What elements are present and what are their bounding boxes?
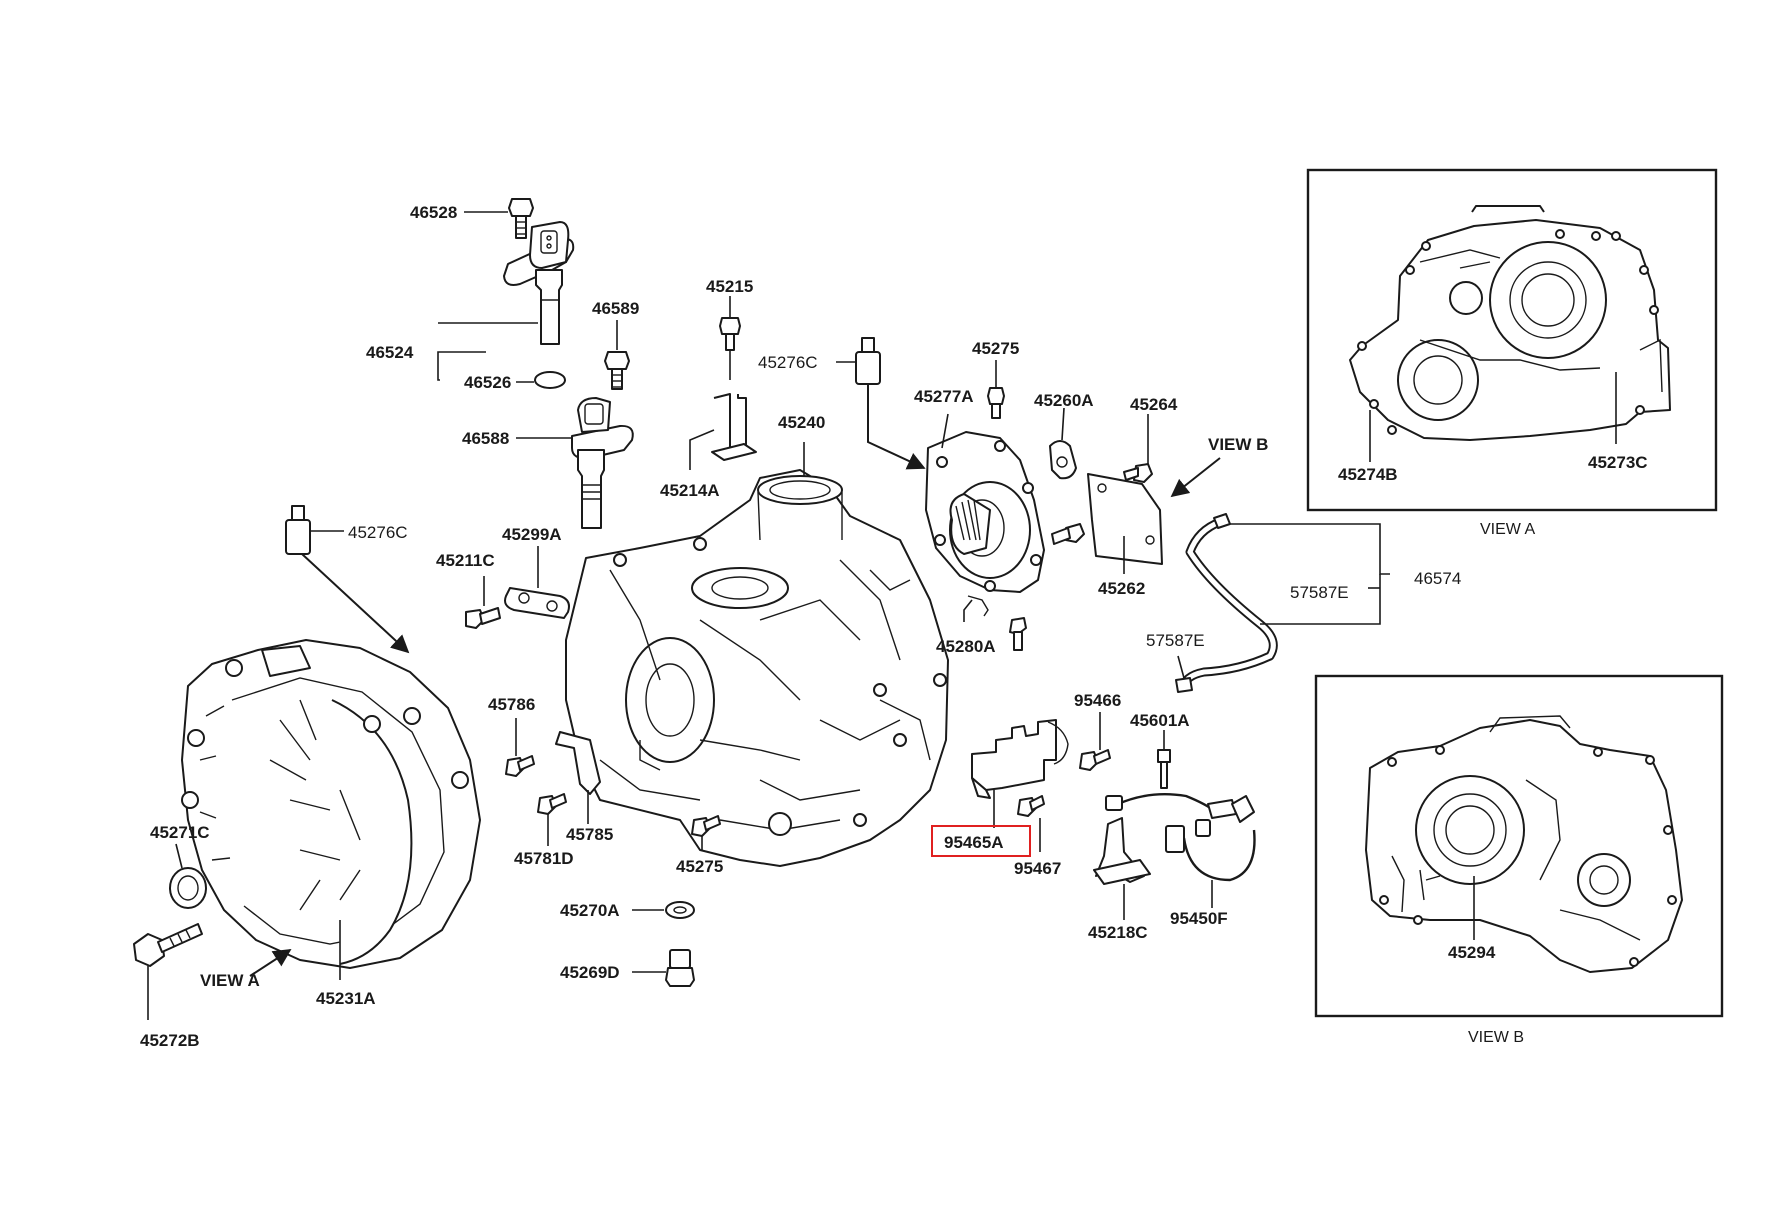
bolt-95466-drawing: [1079, 712, 1111, 771]
plate-45299a-drawing: [504, 546, 570, 619]
bolt-45280-drawing: [1051, 523, 1085, 545]
bolt-45211c-drawing: [465, 576, 501, 629]
leader-46524-bracket: [437, 351, 486, 381]
hose-46574-drawing: [1175, 513, 1390, 693]
label-45299a[interactable]: 45299A: [502, 525, 562, 544]
bolt-95467-drawing: [1017, 795, 1045, 852]
label-95466[interactable]: 95466: [1074, 691, 1121, 710]
plate-45262-drawing: [1087, 473, 1163, 574]
label-45275-bottom[interactable]: 45275: [676, 857, 723, 876]
sensor-46588-drawing: [571, 397, 634, 529]
bolt-45275-top-drawing: [987, 360, 1005, 419]
label-46526[interactable]: 46526: [464, 373, 511, 392]
bracket-45785-drawing: [555, 731, 601, 824]
label-view-a-arrow[interactable]: VIEW A: [200, 971, 260, 990]
label-46574[interactable]: 46574: [1414, 569, 1461, 588]
label-45280a[interactable]: 45280A: [936, 637, 996, 656]
bolt-45275-bottom-drawing: [691, 815, 721, 850]
label-45231a[interactable]: 45231A: [316, 989, 376, 1008]
part-labels: 46528 46524 46526 46589 46588 45215 4527…: [140, 203, 1648, 1050]
bolt-45272b-drawing: [133, 923, 203, 1020]
label-46528[interactable]: 46528: [410, 203, 457, 222]
gasket-45260a-drawing: [1049, 407, 1077, 480]
label-45274b[interactable]: 45274B: [1338, 465, 1398, 484]
highlight-box-95465a[interactable]: [931, 825, 1031, 857]
label-95467[interactable]: 95467: [1014, 859, 1061, 878]
seal-45271c-drawing: [169, 843, 207, 909]
dowel-45276c-top-drawing: [836, 337, 926, 470]
label-45215[interactable]: 45215: [706, 277, 753, 296]
inset-view-a: [1306, 168, 1718, 512]
bolt-45215-drawing: [719, 296, 741, 380]
label-45214a[interactable]: 45214A: [660, 481, 720, 500]
label-45262[interactable]: 45262: [1098, 579, 1145, 598]
sensor-46524-drawing: [503, 221, 575, 389]
label-45275-top[interactable]: 45275: [972, 339, 1019, 358]
label-45260a[interactable]: 45260A: [1034, 391, 1094, 410]
clip-45280a-drawing: [963, 595, 1027, 651]
view-a-arrow: [249, 949, 292, 977]
label-45264[interactable]: 45264: [1130, 395, 1178, 414]
transaxle-case-45240-drawing: [565, 469, 949, 867]
bracket-95465a-drawing: [971, 719, 1069, 828]
label-45211c[interactable]: 45211C: [436, 551, 495, 570]
bolt-45781d-drawing: [537, 793, 567, 846]
label-45786[interactable]: 45786: [488, 695, 535, 714]
label-45277a[interactable]: 45277A: [914, 387, 974, 406]
washer-45270a-drawing: [632, 901, 695, 919]
bolt-45264-drawing: [1123, 414, 1153, 483]
inset-view-b: [1314, 674, 1724, 1018]
crank-sensor-group: [437, 198, 634, 529]
bolt-45786-drawing: [505, 718, 535, 777]
label-45294[interactable]: 45294: [1448, 943, 1496, 962]
label-45276c-left[interactable]: 45276C: [348, 523, 408, 542]
bracket-45214a-drawing: [689, 393, 757, 470]
dowel-45276c-left-drawing: [285, 505, 410, 654]
label-45271c[interactable]: 45271C: [150, 823, 210, 842]
label-45269d[interactable]: 45269D: [560, 963, 620, 982]
label-45218c[interactable]: 45218C: [1088, 923, 1148, 942]
label-45781d[interactable]: 45781D: [514, 849, 574, 868]
converter-housing-45231a-drawing: [181, 639, 481, 969]
bracket-45218c-drawing: [1093, 817, 1151, 920]
bolt-45601a-drawing: [1157, 730, 1171, 789]
label-57587e-b[interactable]: 57587E: [1146, 631, 1205, 650]
plug-45269d-drawing: [632, 949, 695, 987]
view-a-caption: VIEW A: [1480, 521, 1535, 538]
rear-cover-45277a-drawing: [925, 413, 1045, 593]
label-95450f[interactable]: 95450F: [1170, 909, 1228, 928]
label-46589[interactable]: 46589: [592, 299, 639, 318]
label-95465a[interactable]: 95465A: [944, 833, 1004, 852]
bolt-46589-drawing: [604, 351, 630, 390]
label-view-b-arrow[interactable]: VIEW B: [1208, 435, 1268, 454]
view-b-caption: VIEW B: [1468, 1029, 1524, 1046]
label-46524[interactable]: 46524: [366, 343, 414, 362]
label-46588[interactable]: 46588: [462, 429, 509, 448]
label-45240[interactable]: 45240: [778, 413, 825, 432]
label-45785[interactable]: 45785: [566, 825, 613, 844]
label-45276c-top[interactable]: 45276C: [758, 353, 818, 372]
view-b-arrow: [1170, 457, 1221, 498]
label-45273c[interactable]: 45273C: [1588, 453, 1648, 472]
harness-95450f-drawing: [1105, 793, 1256, 908]
label-45272b[interactable]: 45272B: [140, 1031, 200, 1050]
bolt-46528-drawing: [508, 198, 534, 239]
label-57587e-a[interactable]: 57587E: [1290, 583, 1349, 602]
label-45601a[interactable]: 45601A: [1130, 711, 1190, 730]
label-45270a[interactable]: 45270A: [560, 901, 620, 920]
